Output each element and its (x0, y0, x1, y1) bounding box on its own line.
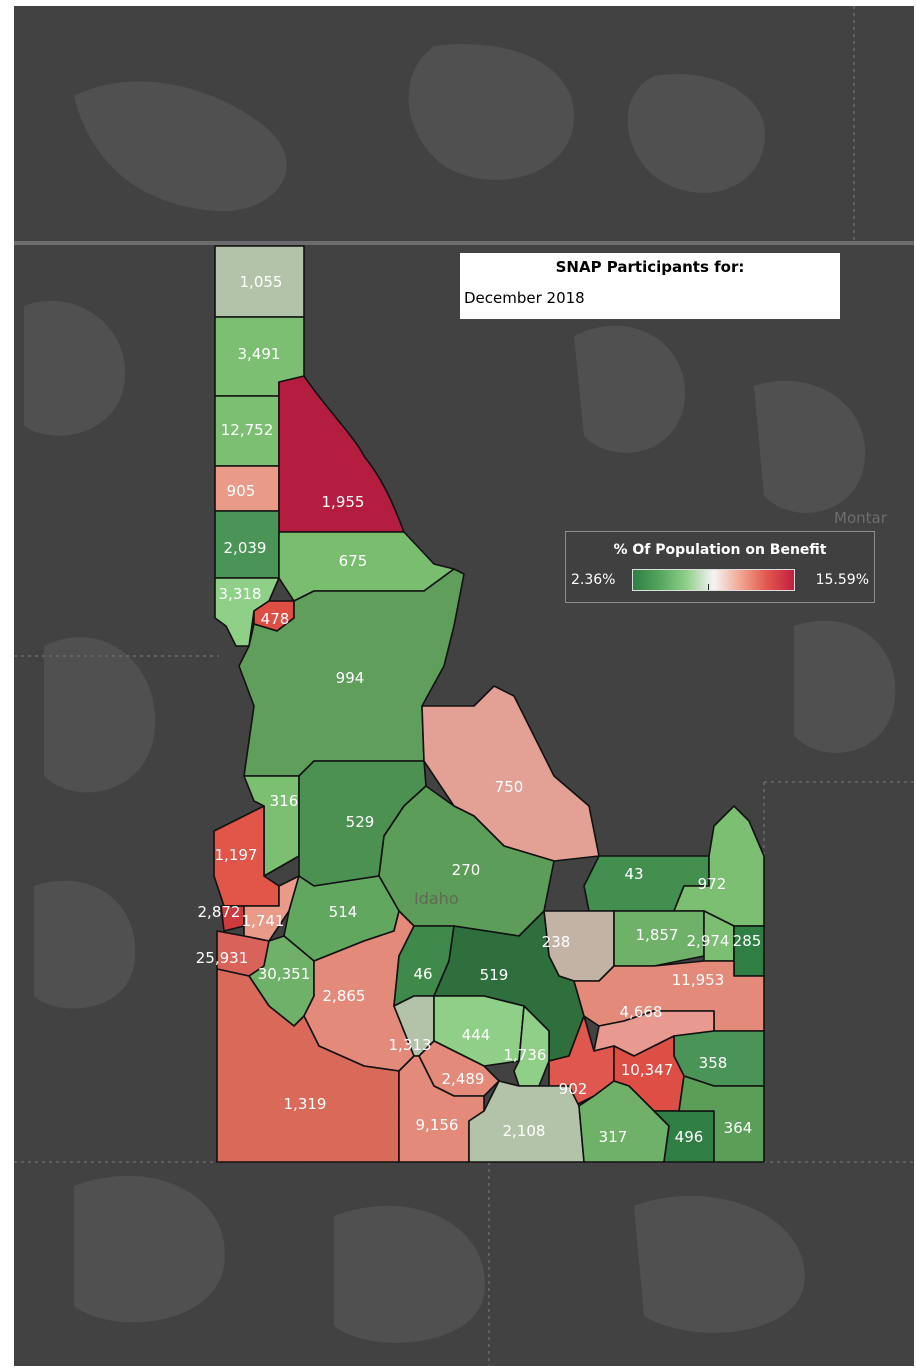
legend-min-label: 2.36% (571, 572, 616, 588)
label-lemhi: 750 (495, 778, 524, 796)
label-custer: 270 (452, 861, 481, 879)
label-teton: 285 (733, 932, 762, 950)
legend-title: % Of Population on Benefit (613, 542, 827, 558)
label-madison: 2,974 (687, 932, 730, 950)
county-shoshone (278, 375, 405, 533)
label-boise: 514 (329, 903, 358, 921)
label-ada: 30,351 (258, 965, 311, 983)
label-payette: 2,872 (198, 903, 241, 921)
legend-midpoint-tick (708, 584, 709, 590)
county-twin-falls (398, 1055, 485, 1163)
legend-gradient-bar (632, 569, 795, 591)
county-bear-lake (678, 1075, 765, 1163)
label-twin-falls: 9,156 (416, 1116, 459, 1134)
county-layer[interactable] (213, 245, 765, 1163)
label-clark: 43 (624, 865, 643, 883)
neighbor-state-label: Montar (834, 509, 888, 527)
county-cassia (468, 1080, 585, 1163)
label-valley: 529 (346, 813, 375, 831)
label-minidoka: 1,736 (504, 1046, 547, 1064)
label-gem: 1,741 (242, 912, 285, 930)
label-canyon: 25,931 (196, 949, 249, 967)
label-blaine: 519 (480, 966, 509, 984)
county-label-layer: 1,055 3,491 12,752 905 1,955 2,039 675 3… (196, 273, 762, 1146)
label-franklin: 496 (675, 1128, 704, 1146)
label-nez-perce: 3,318 (219, 585, 262, 603)
label-bingham: 4,668 (620, 1003, 663, 1021)
county-owyhee (216, 968, 400, 1163)
label-oneida: 317 (599, 1128, 628, 1146)
label-cassia: 2,108 (503, 1122, 546, 1140)
label-adams: 316 (270, 792, 299, 810)
label-boundary: 1,055 (240, 273, 283, 291)
county-idaho (238, 568, 465, 777)
map-frame[interactable]: Montar (14, 6, 914, 1366)
label-fremont: 972 (698, 875, 727, 893)
legend-max-label: 15.59% (815, 572, 869, 588)
title-box: SNAP Participants for: December 2018 (460, 253, 840, 319)
label-jefferson: 1,857 (636, 926, 679, 944)
label-lincoln: 444 (462, 1026, 491, 1044)
label-kootenai: 12,752 (221, 421, 274, 439)
label-jerome: 2,489 (442, 1070, 485, 1088)
label-benewah: 905 (227, 482, 256, 500)
label-shoshone: 1,955 (322, 493, 365, 511)
label-power: 902 (559, 1080, 588, 1098)
label-washington: 1,197 (215, 846, 258, 864)
color-legend: % Of Population on Benefit 2.36% 15.59% (565, 531, 875, 603)
label-butte: 238 (542, 933, 571, 951)
label-bonner: 3,491 (238, 345, 281, 363)
label-idaho: 994 (336, 669, 365, 687)
title-period: December 2018 (464, 289, 585, 307)
label-bear-lake: 364 (724, 1119, 753, 1137)
label-latah: 2,039 (224, 539, 267, 557)
label-bonneville: 11,953 (672, 971, 725, 989)
state-watermark-label: Idaho (414, 889, 459, 908)
label-gooding: 1,313 (389, 1036, 432, 1054)
label-elmore: 2,865 (323, 987, 366, 1005)
label-camas: 46 (413, 965, 432, 983)
label-bannock: 10,347 (621, 1061, 674, 1079)
label-clearwater: 675 (339, 552, 368, 570)
idaho-county-map[interactable]: Montar (14, 6, 914, 1366)
label-owyhee: 1,319 (284, 1095, 327, 1113)
label-lewis: 478 (261, 610, 290, 628)
label-caribou: 358 (699, 1054, 728, 1072)
title-heading: SNAP Participants for: (555, 258, 745, 276)
